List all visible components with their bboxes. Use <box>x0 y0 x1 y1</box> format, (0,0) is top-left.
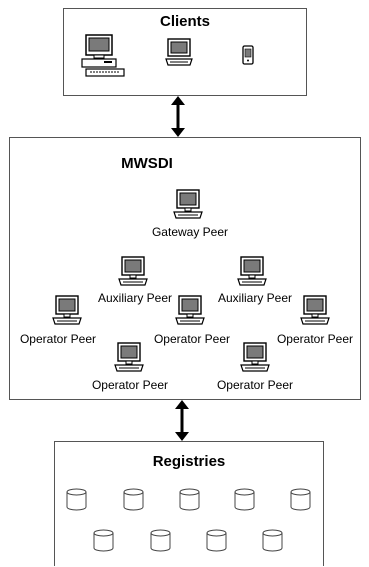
database-cylinder-icon <box>290 488 311 511</box>
database-cylinder-icon <box>234 488 255 511</box>
operator-peer-label: Operator Peer <box>91 378 169 392</box>
operator-peer-label: Operator Peer <box>19 332 97 346</box>
auxiliary-peer-label: Auxiliary Peer <box>217 291 293 305</box>
laptop-icon <box>165 38 193 66</box>
auxiliary-peer-computer-icon <box>118 256 148 286</box>
auxiliary-peer-label: Auxiliary Peer <box>97 291 173 305</box>
registries-panel: Registries <box>54 441 324 566</box>
bidirectional-arrow-icon <box>175 400 189 441</box>
database-cylinder-icon <box>150 529 171 552</box>
bidirectional-arrow-icon <box>171 96 185 137</box>
operator-peer-computer-icon <box>175 295 205 325</box>
clients-title: Clients <box>159 13 210 30</box>
operator-peer-computer-icon <box>300 295 330 325</box>
desktop-computer-icon <box>81 34 125 77</box>
database-cylinder-icon <box>206 529 227 552</box>
operator-peer-label: Operator Peer <box>216 378 294 392</box>
auxiliary-peer-computer-icon <box>237 256 267 286</box>
gateway-peer-label: Gateway Peer <box>151 225 229 239</box>
database-cylinder-icon <box>93 529 114 552</box>
database-cylinder-icon <box>123 488 144 511</box>
mwsdi-title: MWSDI <box>121 155 173 172</box>
database-cylinder-icon <box>66 488 87 511</box>
pda-icon <box>242 45 254 65</box>
operator-peer-computer-icon <box>114 342 144 372</box>
operator-peer-label: Operator Peer <box>276 332 354 346</box>
mwsdi-panel: MWSDI Gateway Peer Auxiliary Peer Auxili… <box>9 137 361 400</box>
operator-peer-computer-icon <box>52 295 82 325</box>
operator-peer-computer-icon <box>240 342 270 372</box>
operator-peer-label: Operator Peer <box>153 332 231 346</box>
clients-panel: Clients <box>63 8 307 96</box>
database-cylinder-icon <box>179 488 200 511</box>
gateway-peer-computer-icon <box>173 189 203 219</box>
database-cylinder-icon <box>262 529 283 552</box>
registries-title: Registries <box>152 453 226 470</box>
